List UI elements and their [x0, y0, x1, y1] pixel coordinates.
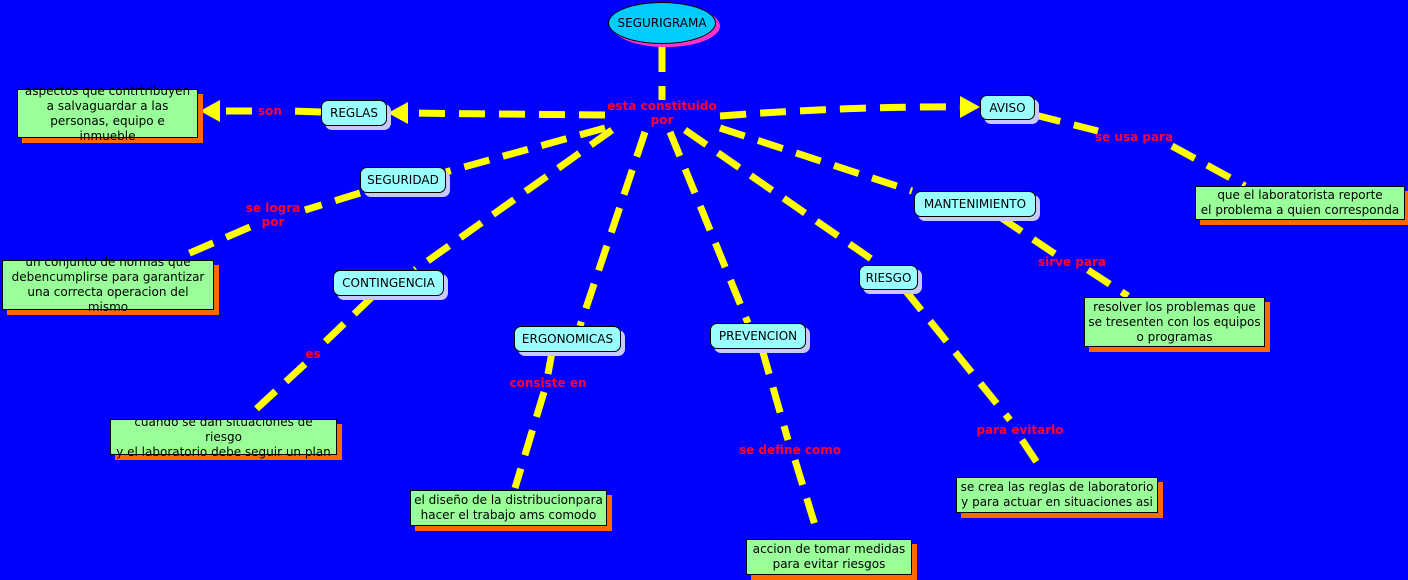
line-ergonomicas-link	[544, 351, 556, 375]
root-concept-segurigrama[interactable]: SEGURIGRAMA	[608, 2, 716, 44]
link-label-para-evitarlo: para evitarlo	[976, 423, 1064, 437]
line-link-note-ergonomicas	[511, 390, 548, 490]
line-hub-prevencion	[666, 130, 752, 325]
line-reglas-son	[289, 107, 322, 116]
line-contingencia-link	[322, 293, 376, 345]
line-seguridad-link	[303, 189, 362, 214]
line-mantenimiento-link	[998, 214, 1060, 259]
note-diseno[interactable]: el diseño de la distribucionpara hacer e…	[410, 490, 607, 526]
line-hub-aviso	[719, 103, 967, 120]
line-link-note-prevencion	[791, 458, 822, 537]
line-hub-mantenimiento	[718, 124, 914, 195]
concept-mantenimiento[interactable]: MANTENIMIENTO	[914, 191, 1036, 217]
link-label-se-usa-para: se usa para	[1094, 130, 1174, 144]
link-label-hub: esta constituido por	[607, 99, 717, 127]
link-label-consiste-en: consiste en	[509, 376, 587, 390]
line-hub-ergonomicas	[576, 130, 649, 328]
link-label-se-logra-por: se logra por	[245, 201, 301, 229]
line-link-note-aviso	[1170, 142, 1247, 190]
note-accion-medidas[interactable]: accion de tomar medidas para evitar ries…	[746, 539, 912, 575]
concept-aviso[interactable]: AVISO	[980, 95, 1035, 120]
root-label: SEGURIGRAMA	[617, 16, 707, 30]
note-conjunto-normas[interactable]: un conjunto de normas que debencumplirse…	[2, 255, 214, 314]
line-link-note-mantenimiento	[1086, 267, 1130, 299]
link-label-son: son	[258, 104, 282, 118]
note-resolver-problemas[interactable]: resolver los problemas que se tresenten …	[1084, 297, 1265, 347]
line-prevencion-link	[758, 348, 792, 441]
link-label-sirve-para: sirve para	[1037, 255, 1107, 269]
line-riesgo-link	[902, 287, 1013, 423]
line-hub-seguridad	[445, 124, 606, 176]
arrowhead-aspectos	[200, 100, 220, 122]
note-reglas-laboratorio[interactable]: se crea las reglas de laboratorio y para…	[956, 477, 1158, 513]
concept-seguridad[interactable]: SEGURIDAD	[360, 167, 446, 193]
line-link-note-contingencia	[250, 361, 308, 415]
line-aviso-link	[1034, 111, 1099, 135]
concept-reglas[interactable]: REGLAS	[321, 100, 387, 126]
note-laboratorista[interactable]: que el laboratorista reporte el problema…	[1195, 186, 1405, 220]
link-label-es: es	[305, 347, 321, 361]
line-hub-reglas	[399, 109, 606, 119]
note-aspectos[interactable]: aspectos que contrtribuyen a salvaguarda…	[17, 84, 198, 143]
link-label-se-define-como: se define como	[738, 443, 842, 457]
concept-prevencion[interactable]: PREVENCION	[710, 323, 806, 349]
concept-riesgo[interactable]: RIESGO	[859, 265, 918, 290]
arrowhead-aviso	[960, 96, 980, 118]
note-situaciones-riesgo[interactable]: cuando se dan situaciones de riesgo y el…	[110, 415, 337, 459]
concept-ergonomicas[interactable]: ERGONOMICAS	[514, 326, 621, 352]
concept-contingencia[interactable]: CONTINGENCIA	[333, 270, 444, 296]
line-hub-contingencia	[412, 127, 615, 273]
line-link-note-seguridad	[181, 223, 252, 260]
arrowhead-reglas	[388, 102, 408, 124]
line-link-note-riesgo	[1019, 438, 1045, 472]
